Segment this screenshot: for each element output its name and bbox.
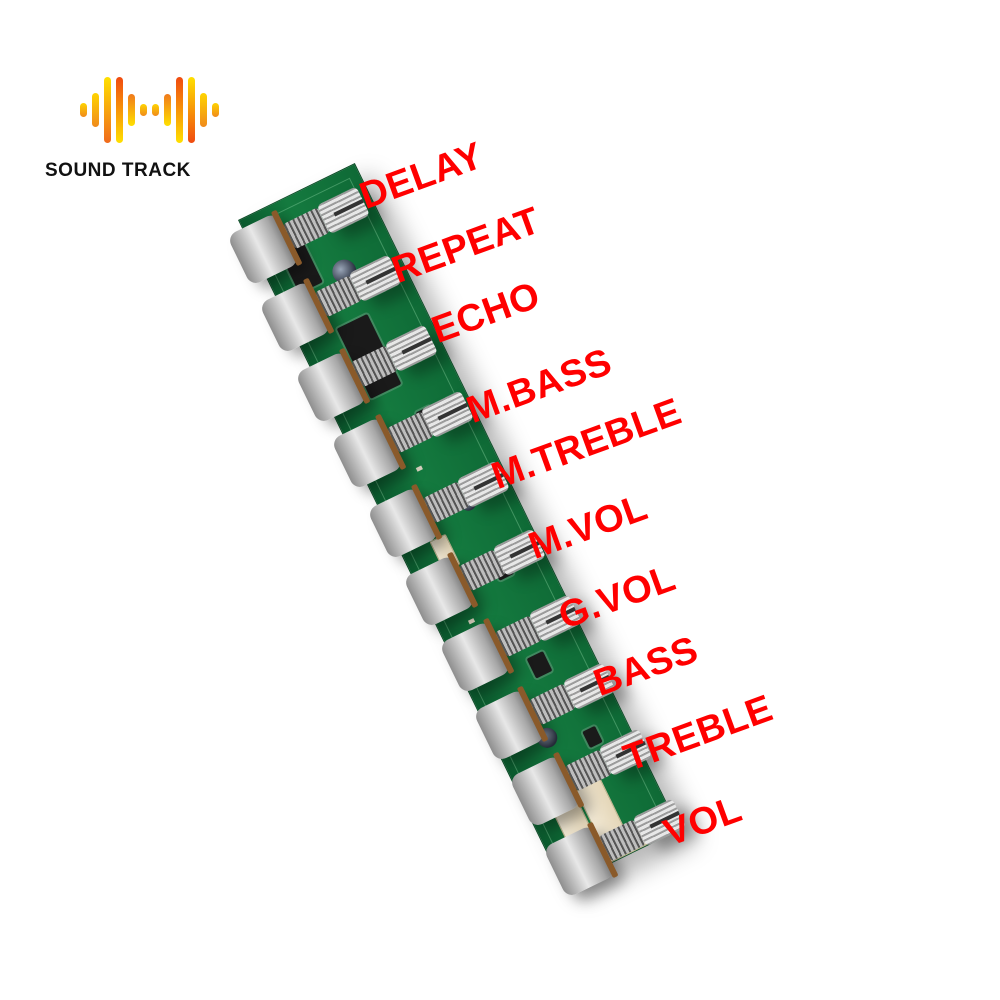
sound-track-logo: SOUND TRACK <box>40 70 250 190</box>
waveform-bar <box>80 103 87 117</box>
waveform-bar <box>176 77 183 143</box>
waveform-bar <box>212 103 219 117</box>
waveform-bar <box>188 77 195 143</box>
waveform-bar <box>140 104 147 116</box>
waveform-bar <box>92 93 99 127</box>
waveform-bar <box>116 77 123 143</box>
waveform-icon <box>80 70 219 150</box>
waveform-bar <box>152 104 159 116</box>
waveform-bar <box>200 93 207 127</box>
waveform-bar <box>104 77 111 143</box>
waveform-bar <box>164 94 171 126</box>
waveform-bar <box>128 94 135 126</box>
logo-text: SOUND TRACK <box>45 160 191 181</box>
